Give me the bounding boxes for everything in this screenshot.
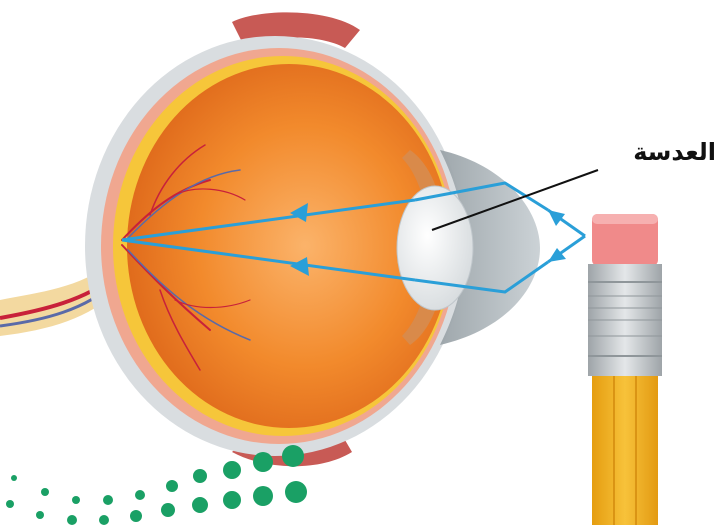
pencil-body: [592, 376, 658, 525]
pencil: [588, 214, 662, 525]
arrow-upper-outer: [548, 210, 565, 226]
lens: [397, 186, 473, 310]
lens-label: العدسة: [596, 138, 716, 166]
decorative-dots: [6, 445, 307, 525]
